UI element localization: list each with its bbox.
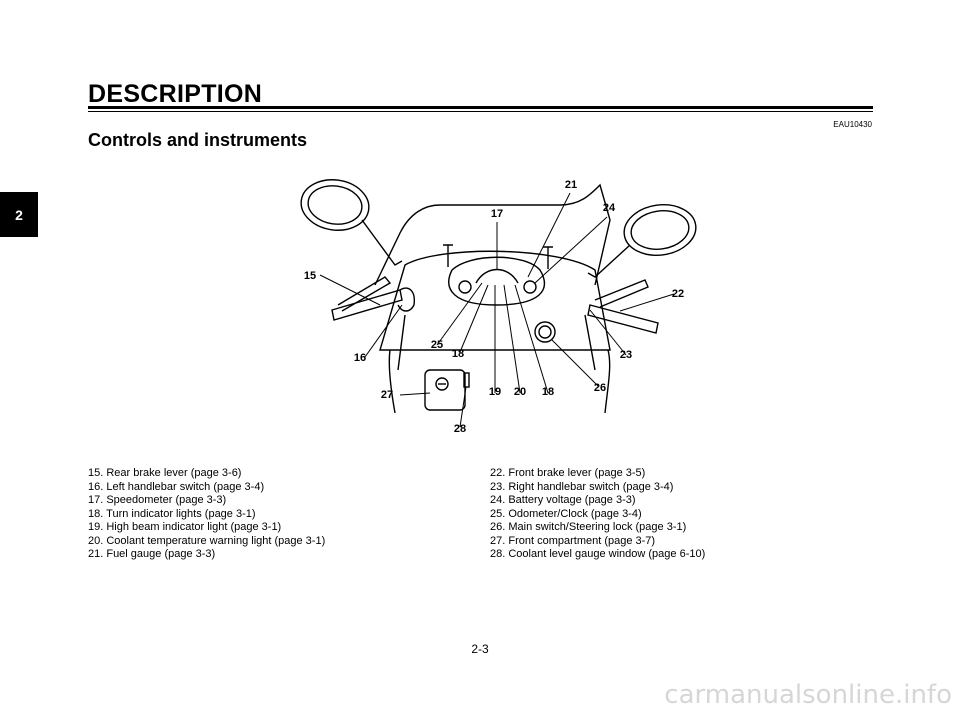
- coolant-window: [463, 372, 470, 388]
- caption-item: 22. Front brake lever (page 3-5): [490, 467, 646, 479]
- leader-lines: [319, 192, 675, 428]
- callout-27: 27: [381, 389, 393, 401]
- caption-item: 25. Odometer/Clock (page 3-4): [490, 507, 642, 520]
- caption-item: 28. Coolant level gauge window (page 6-1…: [490, 548, 706, 560]
- right-mirror: [623, 204, 697, 256]
- right-grip: [587, 304, 659, 334]
- watermark: carmanualsonline.info: [664, 680, 952, 710]
- caption-item: 26. Main switch/Steering lock (page 3-1): [490, 521, 687, 533]
- callout-18b: 18: [542, 386, 554, 398]
- callout-24: 24: [603, 202, 616, 214]
- header-rule-thin: [88, 111, 873, 112]
- callout-18: 18: [452, 348, 464, 360]
- main-switch: [534, 321, 556, 343]
- instrument-cluster: [448, 256, 545, 306]
- caption-item: 16. Left handlebar switch (page 3-4): [88, 480, 265, 493]
- left-grip: [331, 289, 403, 321]
- caption-item: 23. Right handlebar switch (page 3-4): [490, 480, 674, 493]
- left-mirror: [300, 179, 370, 231]
- callout-28: 28: [454, 423, 466, 435]
- caption-item: 20. Coolant temperature warning light (p…: [88, 534, 326, 547]
- callout-15: 15: [304, 270, 316, 282]
- callout-25: 25: [431, 339, 443, 351]
- callout-22: 22: [672, 288, 684, 300]
- callout-16: 16: [354, 352, 366, 364]
- caption-item: 19. High beam indicator light (page 3-1): [88, 521, 282, 533]
- page-number: 2-3: [471, 642, 489, 656]
- page-title: Controls and instruments: [88, 130, 308, 150]
- callout-23: 23: [620, 349, 632, 361]
- callout-21: 21: [565, 179, 577, 191]
- caption-item: 21. Fuel gauge (page 3-3): [88, 548, 216, 560]
- section-title: DESCRIPTION: [88, 80, 263, 108]
- doc-code: EAU10430: [833, 120, 872, 129]
- callout-26: 26: [594, 382, 606, 394]
- caption-item: 27. Front compartment (page 3-7): [490, 534, 656, 547]
- chapter-tab: 2: [0, 192, 38, 237]
- controls-illustration: 15 16 17 18 18 19 20 21 22 23 24 25 26 2…: [300, 179, 697, 435]
- callout-17: 17: [491, 208, 503, 220]
- callout-19: 19: [489, 386, 501, 398]
- captions-right: 22. Front brake lever (page 3-5) 23. Rig…: [490, 467, 705, 562]
- callout-20: 20: [514, 386, 526, 398]
- caption-item: 17. Speedometer (page 3-3): [88, 494, 227, 506]
- caption-item: 24. Battery voltage (page 3-3): [490, 494, 636, 506]
- caption-item: 18. Turn indicator lights (page 3-1): [88, 507, 256, 520]
- captions-left: 15. Rear brake lever (page 3-6) 16. Left…: [88, 467, 325, 562]
- header-rule-thick: [88, 106, 873, 109]
- front-compartment: [424, 369, 466, 411]
- caption-item: 15. Rear brake lever (page 3-6): [88, 467, 242, 479]
